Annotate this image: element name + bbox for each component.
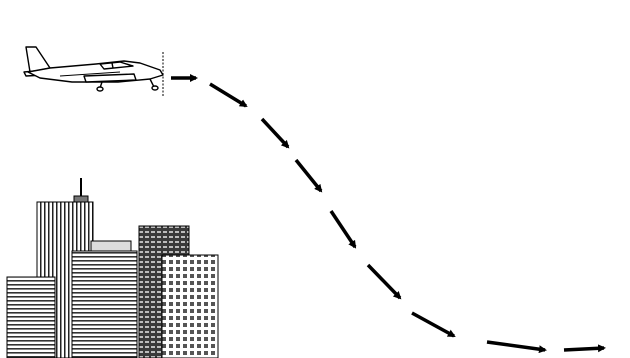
trajectory-arrow	[368, 265, 400, 298]
trajectory-arrow	[564, 348, 604, 350]
airplane-icon	[24, 47, 163, 96]
trajectory-arrow	[331, 211, 355, 247]
city-buildings-icon	[7, 178, 218, 358]
trajectory-path	[171, 78, 604, 350]
trajectory-arrow	[296, 160, 321, 191]
trajectory-arrow	[210, 84, 246, 106]
trajectory-arrow	[487, 342, 545, 350]
trajectory-arrow	[412, 313, 454, 336]
trajectory-arrow	[262, 119, 288, 147]
